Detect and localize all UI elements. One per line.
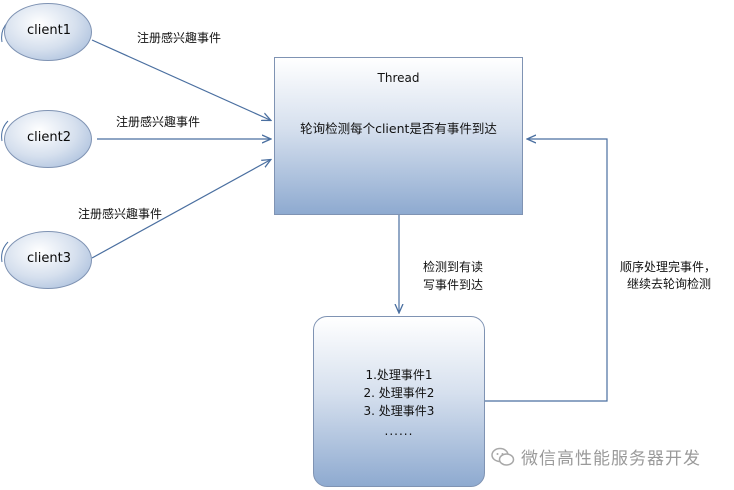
client1-node: client1	[4, 3, 92, 61]
thread-title: Thread	[377, 71, 420, 85]
detected-label-line1: 检测到有读	[423, 260, 484, 274]
wechat-icon	[491, 447, 515, 466]
thread-description: 轮询检测每个client是否有事件到达	[300, 121, 497, 136]
detected-label-line2: 写事件到达	[423, 278, 484, 292]
register-label-3: 注册感兴趣事件	[78, 207, 163, 221]
client2-label: client2	[27, 130, 71, 145]
edge-client1-thread	[91, 39, 270, 120]
return-label-line1: 顺序处理完事件，	[620, 260, 717, 274]
return-label-line2: 继续去轮询检测	[627, 277, 712, 291]
client3-node: client3	[4, 231, 92, 289]
handler-item-1: 1.处理事件1	[365, 368, 433, 382]
register-label-1: 注册感兴趣事件	[137, 31, 222, 45]
thread-box: Thread 轮询检测每个client是否有事件到达	[274, 57, 523, 215]
handler-item-ellipsis: ......	[384, 424, 414, 438]
edge-client3-thread	[91, 160, 270, 259]
watermark-text: 微信高性能服务器开发	[521, 449, 701, 469]
event-handler-box: 1.处理事件1 2. 处理事件2 3. 处理事件3 ......	[313, 316, 485, 487]
client2-node: client2	[4, 110, 92, 168]
edge-handler-thread-return	[485, 139, 608, 402]
handler-item-3: 3. 处理事件3	[363, 404, 435, 418]
client3-label: client3	[27, 251, 71, 266]
handler-item-2: 2. 处理事件2	[363, 386, 435, 400]
register-label-2: 注册感兴趣事件	[116, 115, 201, 129]
client1-label: client1	[27, 23, 71, 38]
watermark: 微信高性能服务器开发	[491, 444, 701, 469]
